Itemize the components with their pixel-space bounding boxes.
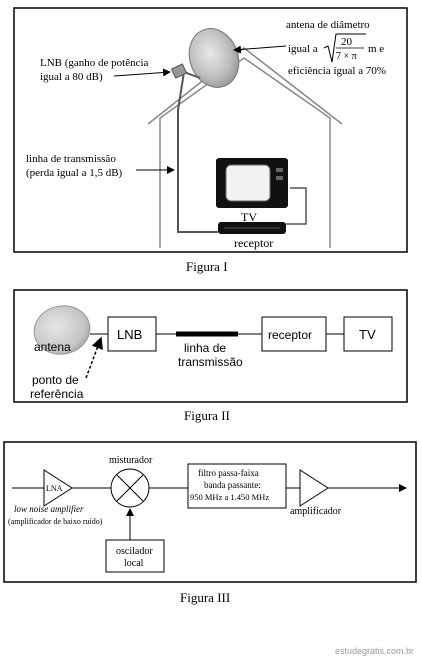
dish-antenna-icon (177, 28, 240, 111)
filter-label3: 950 MHz a 1.450 MHz (190, 492, 269, 502)
figure-2-frame (13, 289, 408, 403)
lna-caption-line1: low noise amplifier (14, 504, 84, 514)
receiver-label: receptor (234, 236, 273, 250)
oscillator-label1: oscilador (116, 546, 153, 557)
reference-point-label1: ponto de (32, 373, 79, 387)
lnb-block-label: LNB (117, 327, 142, 342)
figure-1: TV receptor antena de diâmetro igual a 2… (13, 7, 408, 274)
lnb-annotation-line1: LNB (ganho de potência (40, 57, 149, 69)
antenna-dish-icon (33, 305, 91, 355)
figure-3: LNA low noise amplifier (amplificador de… (3, 441, 417, 605)
reference-point-label2: referência (30, 387, 84, 401)
lnb-block (107, 316, 157, 352)
reference-point-arrow (85, 336, 103, 379)
amplifier-label: amplificador (290, 506, 342, 517)
lnb-pointer-arrow (113, 68, 171, 77)
filter-label2: banda passante: (204, 480, 261, 490)
sqrt-denominator: 7 × π (336, 51, 357, 62)
tv-cable (286, 187, 307, 225)
figure-2-caption: Figura II (184, 408, 230, 423)
local-oscillator-block (105, 539, 165, 573)
line-annotation-line2: (perda igual a 1,5 dB) (26, 167, 123, 179)
sqrt-numerator: 20 (341, 36, 353, 48)
figure-1-frame (13, 7, 408, 253)
antenna-annotation-line3: eficiência igual a 70% (288, 65, 386, 77)
antenna-pointer-arrow (233, 45, 287, 54)
watermark: estudegratis.com.br (335, 646, 414, 656)
transmission-line-label1: linha de (184, 341, 226, 355)
antenna-annotation-prefix: igual a (288, 43, 318, 55)
line-annotation-line1: linha de transmissão (26, 153, 116, 165)
lna-amplifier-icon (43, 469, 73, 507)
mixer-icon (110, 468, 150, 508)
receiver-block (261, 316, 327, 352)
transmission-cable (177, 110, 218, 233)
receiver-icon (218, 222, 286, 234)
tv-block-label: TV (359, 327, 376, 342)
amplifier-icon (299, 469, 329, 507)
antenna-label: antena (34, 340, 71, 354)
lna-caption-line2: (amplificador de baixo ruído) (8, 517, 103, 526)
lnb-annotation-line2: igual a 80 dB) (40, 71, 103, 83)
figure-3-frame (3, 441, 417, 583)
lnb-icon (170, 63, 188, 79)
antenna-annotation-suffix: m e (368, 43, 384, 55)
filter-label1: filtro passa-faixa (198, 468, 259, 478)
figure-2: antena LNB linha de transmissão receptor… (13, 289, 408, 423)
figure-1-caption: Figura I (186, 259, 228, 274)
figure-3-caption: Figura III (180, 590, 230, 605)
tv-block (343, 316, 393, 352)
lna-label: LNA (46, 484, 63, 493)
receiver-block-label: receptor (268, 328, 312, 342)
bandpass-filter-block (187, 463, 287, 509)
tv-label: TV (241, 210, 257, 224)
tv-icon (216, 158, 288, 208)
antenna-annotation-line1: antena de diâmetro (286, 19, 370, 31)
transmission-line-label2: transmissão (178, 355, 243, 369)
house-outline (159, 57, 331, 248)
mixer-label: misturador (109, 455, 153, 466)
antenna-sqrt-formula: 20 7 × π (323, 33, 366, 63)
oscillator-label2: local (124, 558, 144, 569)
